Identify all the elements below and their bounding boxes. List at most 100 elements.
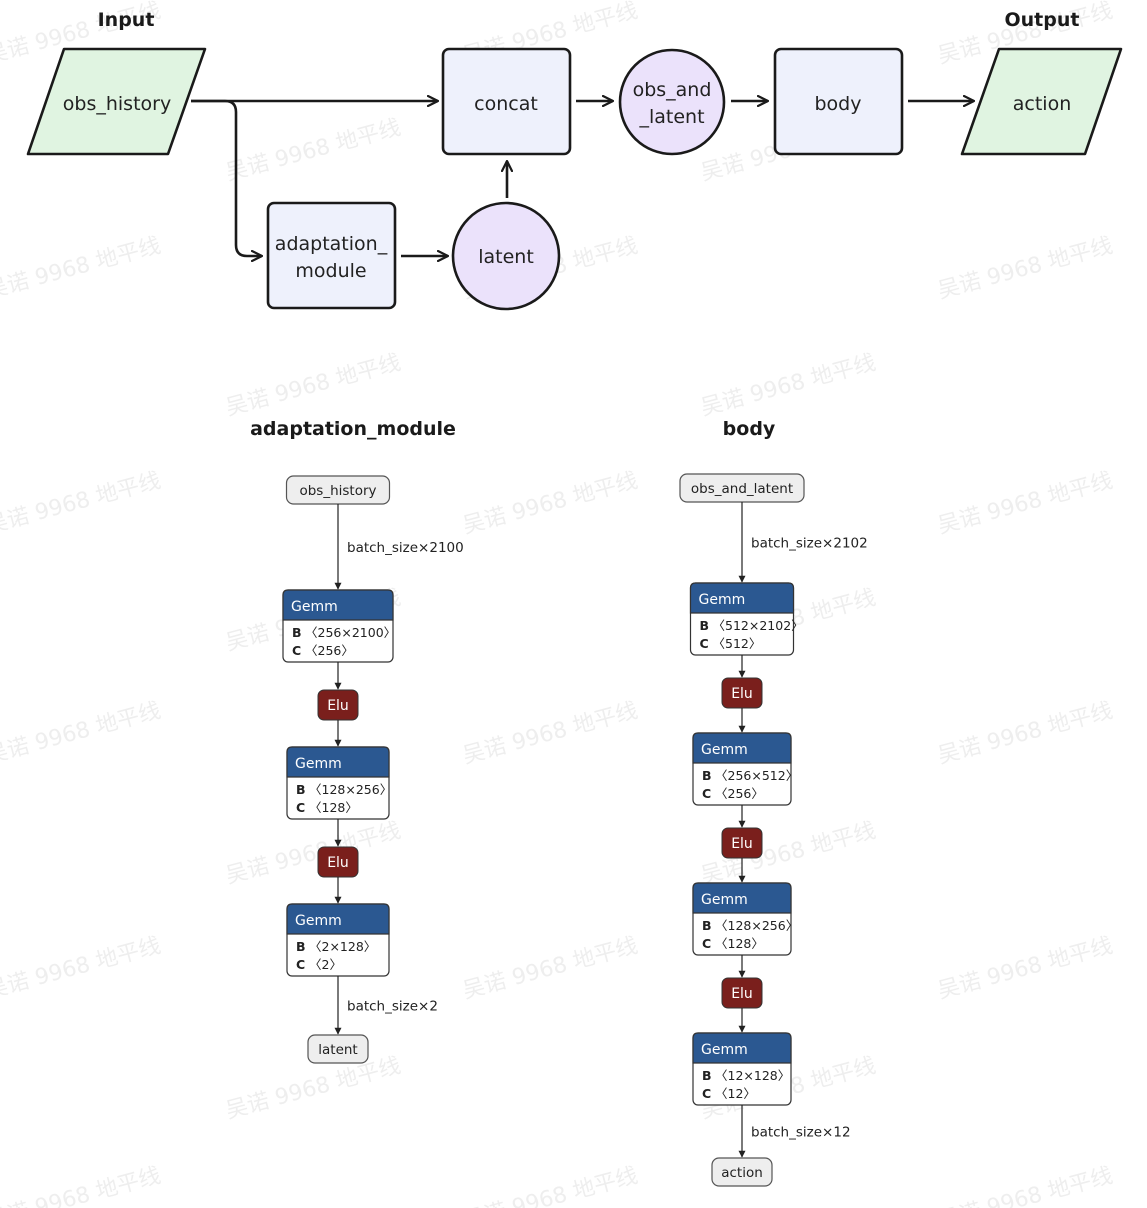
graph-output-node: action — [711, 1157, 773, 1187]
elu-op-label: Elu — [731, 836, 753, 852]
watermark-text: 吴诺 9968 地平线 — [698, 350, 878, 421]
watermark-text: 吴诺 9968 地平线 — [223, 1053, 403, 1124]
watermark-text: 吴诺 9968 地平线 — [935, 933, 1115, 1004]
adaptation-label-line2: module — [295, 260, 366, 282]
gemm-op-label: Gemm — [701, 1042, 748, 1058]
gemm-param-b-key: B — [296, 939, 306, 954]
body-graph: obs_and_latentbatch_size×2102GemmB〈512×2… — [679, 473, 868, 1187]
graph-output-node-label: action — [721, 1165, 763, 1181]
gemm-param-c-key: C — [702, 1086, 711, 1101]
watermark-text: 吴诺 9968 地平线 — [935, 233, 1115, 304]
elu-node: Elu — [317, 689, 359, 721]
gemm-param-c-key: C — [702, 936, 711, 951]
watermark-text: 吴诺 9968 地平线 — [935, 698, 1115, 769]
gemm-op-label: Gemm — [295, 756, 342, 772]
gemm-param-c-value: 〈256〉 — [715, 786, 764, 801]
node-latent: latent — [451, 201, 561, 311]
gemm-param-b-value: 〈2×128〉 — [309, 939, 376, 954]
gemm-param-c-key: C — [292, 643, 301, 658]
output-title: Output — [1005, 9, 1080, 31]
watermark-text: 吴诺 9968 地平线 — [460, 1163, 640, 1208]
edge-shape-label: batch_size×2102 — [751, 536, 868, 552]
gemm-param-b-value: 〈12×128〉 — [715, 1068, 790, 1083]
gemm-param-b-key: B — [702, 918, 712, 933]
graph-input-node-label: obs_and_latent — [691, 481, 793, 497]
watermark-text: 吴诺 9968 地平线 — [223, 115, 403, 186]
graph-output-node-label: latent — [318, 1042, 357, 1058]
body-label: body — [815, 93, 862, 115]
gemm-param-c-value: 〈128〉 — [309, 800, 358, 815]
watermark-text: 吴诺 9968 地平线 — [0, 698, 163, 769]
watermark-text: 吴诺 9968 地平线 — [0, 233, 163, 304]
elu-op-label: Elu — [731, 986, 753, 1002]
elu-op-label: Elu — [327, 698, 349, 714]
node-action: action — [960, 47, 1123, 156]
watermark-text: 吴诺 9968 地平线 — [460, 933, 640, 1004]
node-adaptation-module: adaptation_ module — [266, 201, 397, 310]
gemm-op-label: Gemm — [701, 892, 748, 908]
gemm-param-b-key: B — [702, 768, 712, 783]
elu-node: Elu — [317, 846, 359, 878]
watermark-text: 吴诺 9968 地平线 — [0, 1163, 163, 1208]
input-title: Input — [98, 9, 155, 31]
watermark-layer: 吴诺 9968 地平线吴诺 9968 地平线吴诺 9968 地平线吴诺 9968… — [0, 0, 1115, 1208]
gemm-param-b-key: B — [296, 782, 306, 797]
gemm-param-b-value: 〈128×256〉 — [309, 782, 392, 797]
obs-and-latent-label-line2: _latent — [638, 106, 704, 128]
watermark-text: 吴诺 9968 地平线 — [223, 350, 403, 421]
watermark-text: 吴诺 9968 地平线 — [0, 468, 163, 539]
watermark-text: 吴诺 9968 地平线 — [0, 933, 163, 1004]
watermark-text: 吴诺 9968 地平线 — [223, 818, 403, 889]
node-concat: concat — [441, 47, 572, 156]
gemm-param-b-value: 〈256×512〉 — [715, 768, 798, 783]
gemm-param-c-key: C — [700, 636, 709, 651]
graph-input-node-label: obs_history — [299, 483, 376, 499]
adaptation-module-title: adaptation_module — [250, 418, 456, 440]
gemm-op-label: Gemm — [701, 742, 748, 758]
edge-obs-history-to-adaptation — [191, 99, 262, 256]
edge-shape-label: batch_size×2 — [347, 999, 438, 1015]
elu-node: Elu — [721, 827, 763, 859]
gemm-param-c-value: 〈128〉 — [715, 936, 764, 951]
watermark-text: 吴诺 9968 地平线 — [460, 698, 640, 769]
action-label: action — [1013, 93, 1071, 115]
watermark-text: 吴诺 9968 地平线 — [935, 468, 1115, 539]
node-obs-and-latent: obs_and _latent — [618, 48, 726, 156]
watermark-text: 吴诺 9968 地平线 — [935, 1163, 1115, 1208]
graph-input-node: obs_and_latent — [679, 473, 805, 503]
body-title: body — [723, 418, 776, 440]
gemm-param-b-key: B — [292, 625, 302, 640]
top-flow-diagram: Input Output obs_history concat obs_and … — [26, 9, 1123, 311]
elu-op-label: Elu — [731, 686, 753, 702]
adaptation-label-line1: adaptation_ — [275, 233, 388, 255]
gemm-param-c-key: C — [702, 786, 711, 801]
obs-and-latent-label-line1: obs_and — [633, 79, 712, 101]
gemm-param-b-value: 〈128×256〉 — [715, 918, 798, 933]
gemm-param-b-value: 〈512×2102〉 — [713, 618, 804, 633]
gemm-param-b-value: 〈256×2100〉 — [305, 625, 396, 640]
latent-label: latent — [478, 246, 534, 268]
elu-node: Elu — [721, 977, 763, 1009]
gemm-param-b-key: B — [700, 618, 710, 633]
gemm-op-label: Gemm — [699, 592, 746, 608]
gemm-param-c-key: C — [296, 800, 305, 815]
gemm-op-label: Gemm — [291, 599, 338, 615]
gemm-param-c-value: 〈2〉 — [309, 957, 342, 972]
gemm-param-c-value: 〈12〉 — [715, 1086, 756, 1101]
top-edges — [191, 101, 974, 256]
gemm-param-c-key: C — [296, 957, 305, 972]
node-body: body — [773, 47, 904, 156]
edge-shape-label: batch_size×2100 — [347, 540, 464, 556]
obs-history-label: obs_history — [63, 93, 171, 115]
gemm-param-c-value: 〈256〉 — [305, 643, 354, 658]
watermark-text: 吴诺 9968 地平线 — [460, 468, 640, 539]
adaptation-module-graph: obs_historybatch_size×2100GemmB〈256×2100… — [282, 475, 464, 1064]
